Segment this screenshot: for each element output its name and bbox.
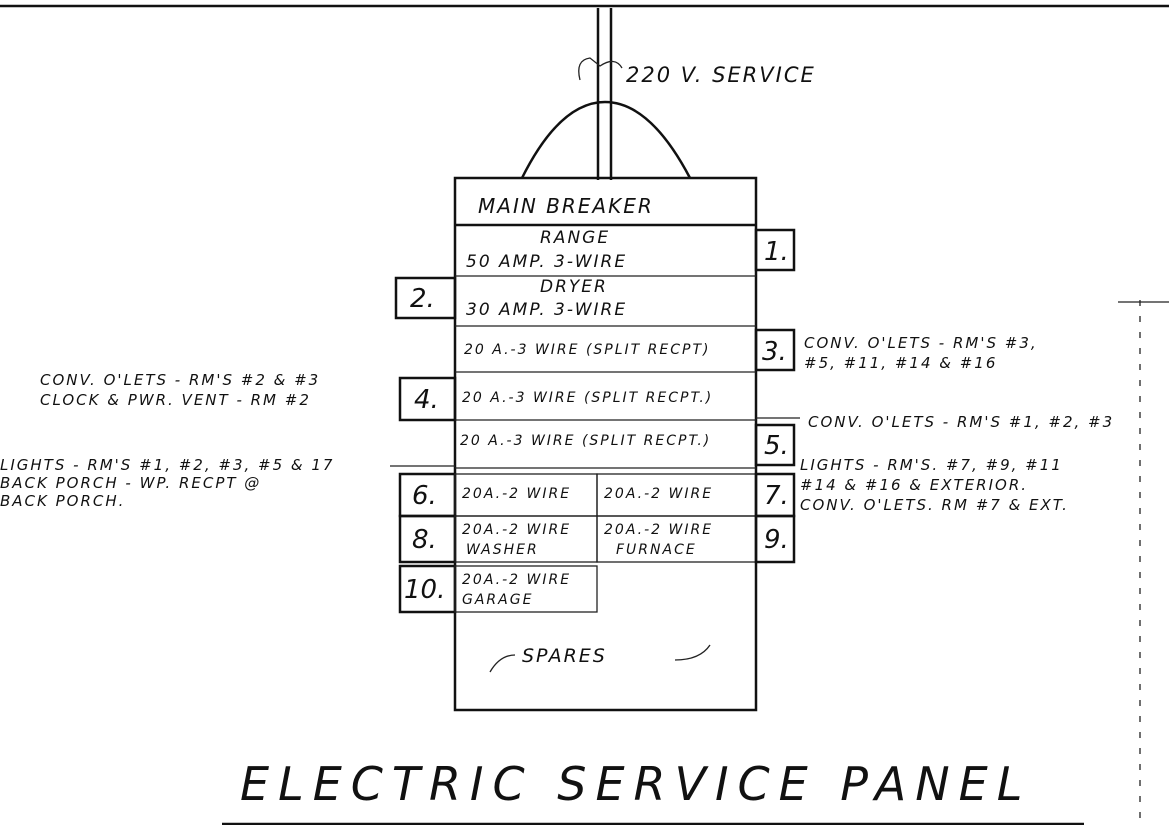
circuit-3-number-box xyxy=(754,328,796,372)
circuit-1-line2: 50 AMP. 3-WIRE xyxy=(466,252,627,272)
circuit-4-number-box xyxy=(398,376,457,422)
circuit-3-line1: 20 A.-3 WIRE (SPLIT RECPT) xyxy=(464,342,710,358)
note-6-line2: BACK PORCH - WP. RECPT @ xyxy=(0,474,261,492)
spares-label: SPARES xyxy=(522,645,607,667)
circuit-10-line1: 20A.-2 WIRE xyxy=(462,572,571,588)
note-4-line1: CONV. O'LETS - RM'S #2 & #3 xyxy=(40,371,320,389)
circuit-10-cell xyxy=(454,565,598,613)
circuit-9-line2: FURNACE xyxy=(616,542,697,558)
circuit-8-line2: WASHER xyxy=(466,542,539,558)
service-head-arc xyxy=(520,100,692,179)
circuit-5-line1: 20 A.-3 WIRE (SPLIT RECPT.) xyxy=(460,433,711,449)
circuit-10-number: 10. xyxy=(404,575,445,605)
circuit-2-number: 2. xyxy=(410,284,435,314)
circuit-5-number-box xyxy=(754,423,796,467)
note-7-line1: LIGHTS - RM'S. #7, #9, #11 xyxy=(800,456,1063,474)
circuit-2-line2: 30 AMP. 3-WIRE xyxy=(466,300,627,320)
circuit-8-number: 8. xyxy=(412,525,437,555)
note-7-line2: #14 & #16 & EXTERIOR. xyxy=(800,476,1028,494)
circuit-4-line1: 20 A.-3 WIRE (SPLIT RECPT.) xyxy=(462,390,713,406)
circuit-3-number: 3. xyxy=(762,337,787,367)
circuit-5-number: 5. xyxy=(764,431,789,461)
circuit-9-line1: 20A.-2 WIRE xyxy=(604,522,713,538)
circuit-7-line1: 20A.-2 WIRE xyxy=(604,486,713,502)
circuit-6-number: 6. xyxy=(412,481,437,511)
drawing-title: ELECTRIC SERVICE PANEL xyxy=(240,757,1031,811)
circuit-9-number: 9. xyxy=(764,525,789,555)
circuit-2-line1: DRYER xyxy=(540,277,608,297)
circuit-7-number: 7. xyxy=(764,481,789,511)
note-5-line1: CONV. O'LETS - RM'S #1, #2, #3 xyxy=(808,413,1114,431)
circuit-6-line1: 20A.-2 WIRE xyxy=(462,486,571,502)
circuit-1-number-box xyxy=(754,228,796,272)
note-3-line1: CONV. O'LETS - RM'S #3, xyxy=(804,334,1038,352)
note-6-line1: LIGHTS - RM'S #1, #2, #3, #5 & 17 xyxy=(0,456,334,474)
main-breaker-label: MAIN BREAKER xyxy=(478,194,654,218)
service-drop-symbol xyxy=(578,57,623,81)
spares-leader-right xyxy=(674,644,711,661)
note-4-line2: CLOCK & PWR. VENT - RM #2 xyxy=(40,391,311,409)
circuit-1-number: 1. xyxy=(764,237,789,267)
service-label: 220 V. SERVICE xyxy=(626,63,816,87)
note-6-line3: BACK PORCH. xyxy=(0,492,125,510)
note-7-line3: CONV. O'LETS. RM #7 & EXT. xyxy=(800,496,1069,514)
note-3-line2: #5, #11, #14 & #16 xyxy=(804,354,997,372)
circuit-8-line1: 20A.-2 WIRE xyxy=(462,522,571,538)
circuit-9-number-box xyxy=(754,514,796,564)
circuit-4-number: 4. xyxy=(414,385,439,415)
circuit-10-line2: GARAGE xyxy=(462,592,533,608)
spares-leader-left xyxy=(489,654,516,673)
circuit-1-line1: RANGE xyxy=(540,228,610,248)
circuit-2-number-box xyxy=(394,276,457,320)
